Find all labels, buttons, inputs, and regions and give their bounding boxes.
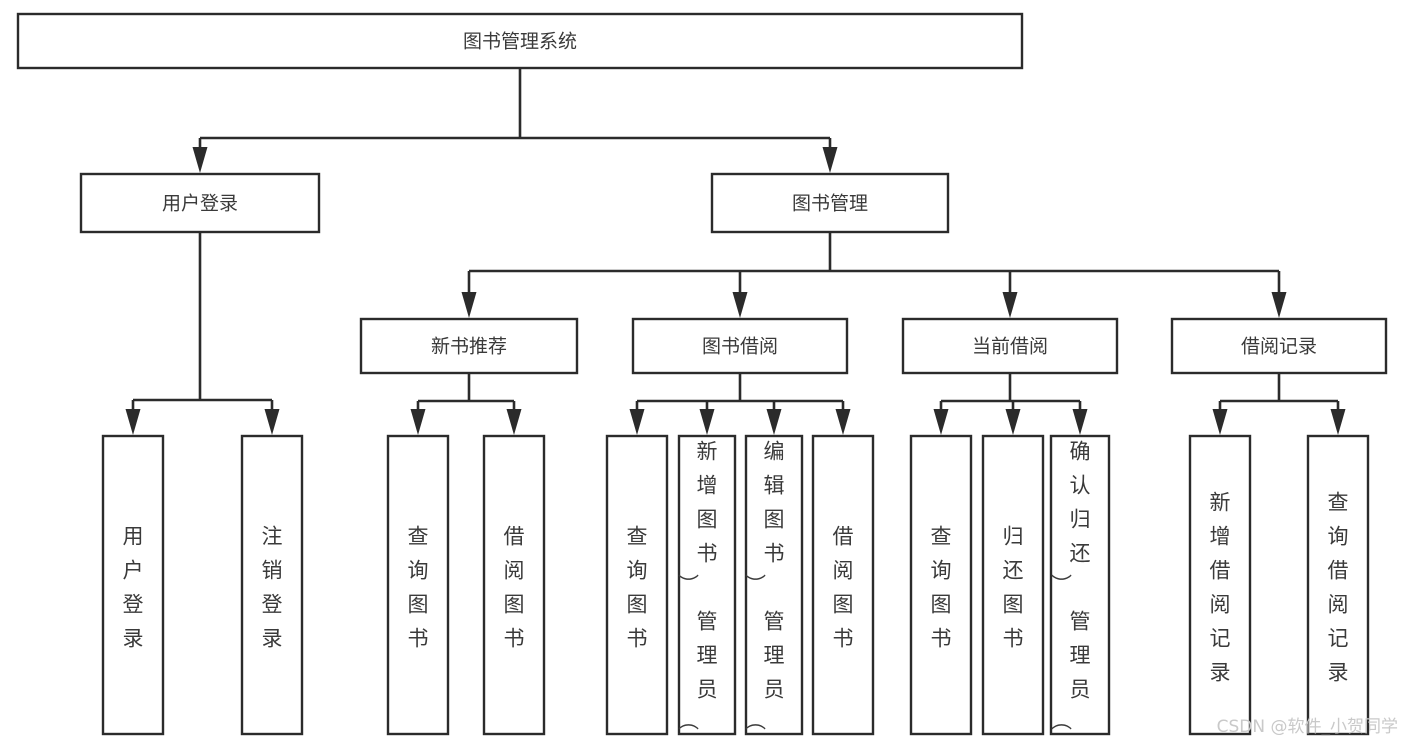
node-label: 图书管理系统 [463,31,577,53]
node-label: 新书推荐 [431,336,507,358]
node-label: 借阅图书 [504,525,525,651]
node-l3_2[interactable]: 查询图书 [386,434,450,736]
node-box[interactable] [901,317,1119,375]
node-l3_1[interactable]: 注销登录 [240,434,304,736]
node-l3_3[interactable]: 借阅图书 [482,434,546,736]
node-label: 借阅记录 [1241,336,1317,358]
node-box[interactable] [1188,434,1252,736]
node-box[interactable] [710,172,950,234]
arrow-head-icon [1002,292,1018,318]
arrow-head-icon [461,292,477,318]
node-box[interactable] [677,434,737,736]
node-label: 归还图书 [1003,525,1024,651]
node-box[interactable] [79,172,321,234]
node-box[interactable] [811,434,875,736]
arrow-head-icon [192,147,208,173]
node-l3_8[interactable]: 查询图书 [909,434,973,736]
node-label: 编辑图书（管理员） [745,440,785,731]
node-box[interactable] [1049,434,1111,736]
node-label: 用户登录 [162,193,238,215]
node-box[interactable] [16,12,1024,70]
arrow-head-icon [125,409,141,435]
connector-layer [125,68,1346,435]
connector-group-l1_0 [125,232,280,435]
arrow-head-icon [629,409,645,435]
node-label: 查询图书 [931,525,952,651]
node-label: 确认归还（管理员） [1051,440,1091,731]
node-l3_4[interactable]: 查询图书 [605,434,669,736]
node-label: 查询图书 [627,525,648,651]
node-l3_12[interactable]: 查询借阅记录 [1306,434,1370,736]
arrow-head-icon [506,409,522,435]
node-box[interactable] [981,434,1045,736]
node-l3_6[interactable]: 编辑图书（管理员） [744,434,804,736]
arrow-head-icon [1072,409,1088,435]
node-box[interactable] [482,434,546,736]
node-l1_1[interactable]: 图书管理 [710,172,950,234]
node-label: 图书借阅 [702,336,778,358]
node-label: 新增图书（管理员） [678,440,718,731]
node-box[interactable] [1170,317,1388,375]
node-label: 注销登录 [262,525,283,651]
arrow-head-icon [1005,409,1021,435]
node-box[interactable] [744,434,804,736]
arrow-head-icon [1330,409,1346,435]
node-box[interactable] [631,317,849,375]
arrow-head-icon [264,409,280,435]
node-label: 新增借阅记录 [1210,491,1231,685]
node-layer: 图书管理系统用户登录图书管理新书推荐图书借阅当前借阅借阅记录用户登录注销登录查询… [16,12,1388,736]
connector-group-l2_2 [933,373,1088,435]
node-l3_10[interactable]: 确认归还（管理员） [1049,434,1111,736]
connector-group-l1_1 [461,232,1287,318]
node-box[interactable] [1306,434,1370,736]
node-l3_0[interactable]: 用户登录 [101,434,165,736]
arrow-head-icon [1212,409,1228,435]
arrow-head-icon [766,409,782,435]
node-label: 查询图书 [408,525,429,651]
node-l2_3[interactable]: 借阅记录 [1170,317,1388,375]
arrow-head-icon [1271,292,1287,318]
connector-group-l2_0 [410,373,522,435]
node-label: 用户登录 [123,525,144,651]
node-l2_1[interactable]: 图书借阅 [631,317,849,375]
node-l3_11[interactable]: 新增借阅记录 [1188,434,1252,736]
node-l2_2[interactable]: 当前借阅 [901,317,1119,375]
arrow-head-icon [410,409,426,435]
node-l3_5[interactable]: 新增图书（管理员） [677,434,737,736]
arrow-head-icon [699,409,715,435]
connector-group-l2_1 [629,373,851,435]
node-box[interactable] [386,434,450,736]
node-box[interactable] [909,434,973,736]
node-box[interactable] [101,434,165,736]
arrow-head-icon [732,292,748,318]
arrow-head-icon [933,409,949,435]
csdn-watermark: CSDN @软件_小贺同学 [1217,717,1398,737]
connector-group-root [192,68,838,173]
connector-group-l2_3 [1212,373,1346,435]
node-l3_7[interactable]: 借阅图书 [811,434,875,736]
arrow-head-icon [835,409,851,435]
node-label: 借阅图书 [833,525,854,651]
node-l2_0[interactable]: 新书推荐 [359,317,579,375]
node-label: 当前借阅 [972,336,1048,358]
node-label: 图书管理 [792,193,868,215]
node-label: 查询借阅记录 [1328,491,1349,685]
node-box[interactable] [359,317,579,375]
node-box[interactable] [605,434,669,736]
node-l1_0[interactable]: 用户登录 [79,172,321,234]
node-l3_9[interactable]: 归还图书 [981,434,1045,736]
arrow-head-icon [822,147,838,173]
node-root[interactable]: 图书管理系统 [16,12,1024,70]
node-box[interactable] [240,434,304,736]
